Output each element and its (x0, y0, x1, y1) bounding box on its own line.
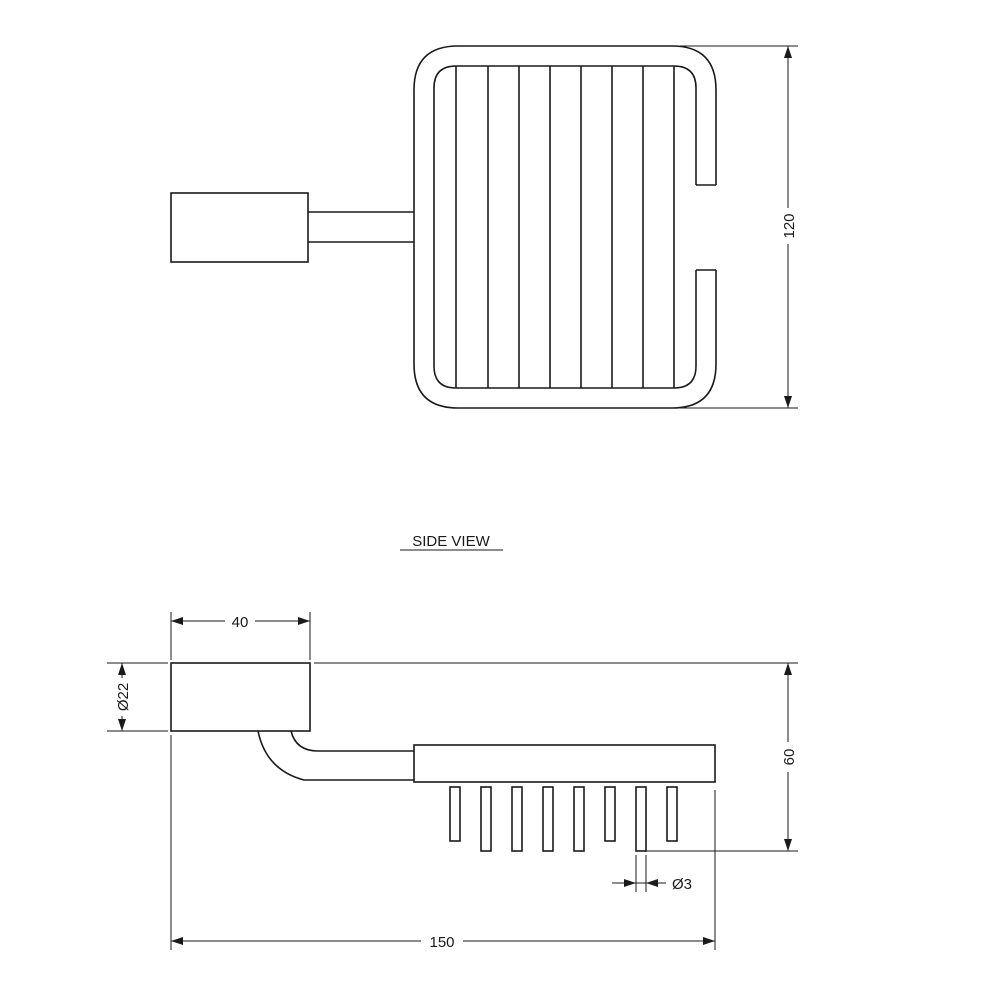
top-arm (308, 211, 414, 243)
dim-dia22: Ø22 (107, 662, 168, 732)
side-view-title: SIDE VIEW (412, 533, 490, 550)
dim-60: 60 (314, 662, 798, 852)
side-basket-tray (413, 744, 716, 783)
dim-150: 150 (170, 735, 716, 951)
top-wall-mount (170, 192, 309, 263)
top-slats (455, 66, 675, 388)
dim-120: 120 (680, 45, 798, 409)
dim-40-label: 40 (232, 614, 249, 631)
dim-dia22-label: Ø22 (115, 683, 132, 711)
dim-60-label: 60 (781, 749, 798, 766)
side-curved-arm (257, 730, 414, 781)
top-inner-frame (433, 65, 697, 389)
side-bars (449, 786, 678, 852)
side-view-title-group: SIDE VIEW (400, 533, 503, 551)
dim-120-label: 120 (781, 213, 798, 238)
top-view: 120 (170, 45, 798, 409)
side-view: 40 Ø22 60 Ø3 (107, 612, 798, 951)
side-wall-mount (170, 662, 311, 732)
dim-40: 40 (170, 612, 311, 660)
dim-dia3-label: Ø3 (672, 876, 692, 893)
dim-150-label: 150 (429, 934, 454, 951)
top-outer-frame (413, 45, 717, 409)
dim-dia3: Ø3 (612, 855, 692, 893)
